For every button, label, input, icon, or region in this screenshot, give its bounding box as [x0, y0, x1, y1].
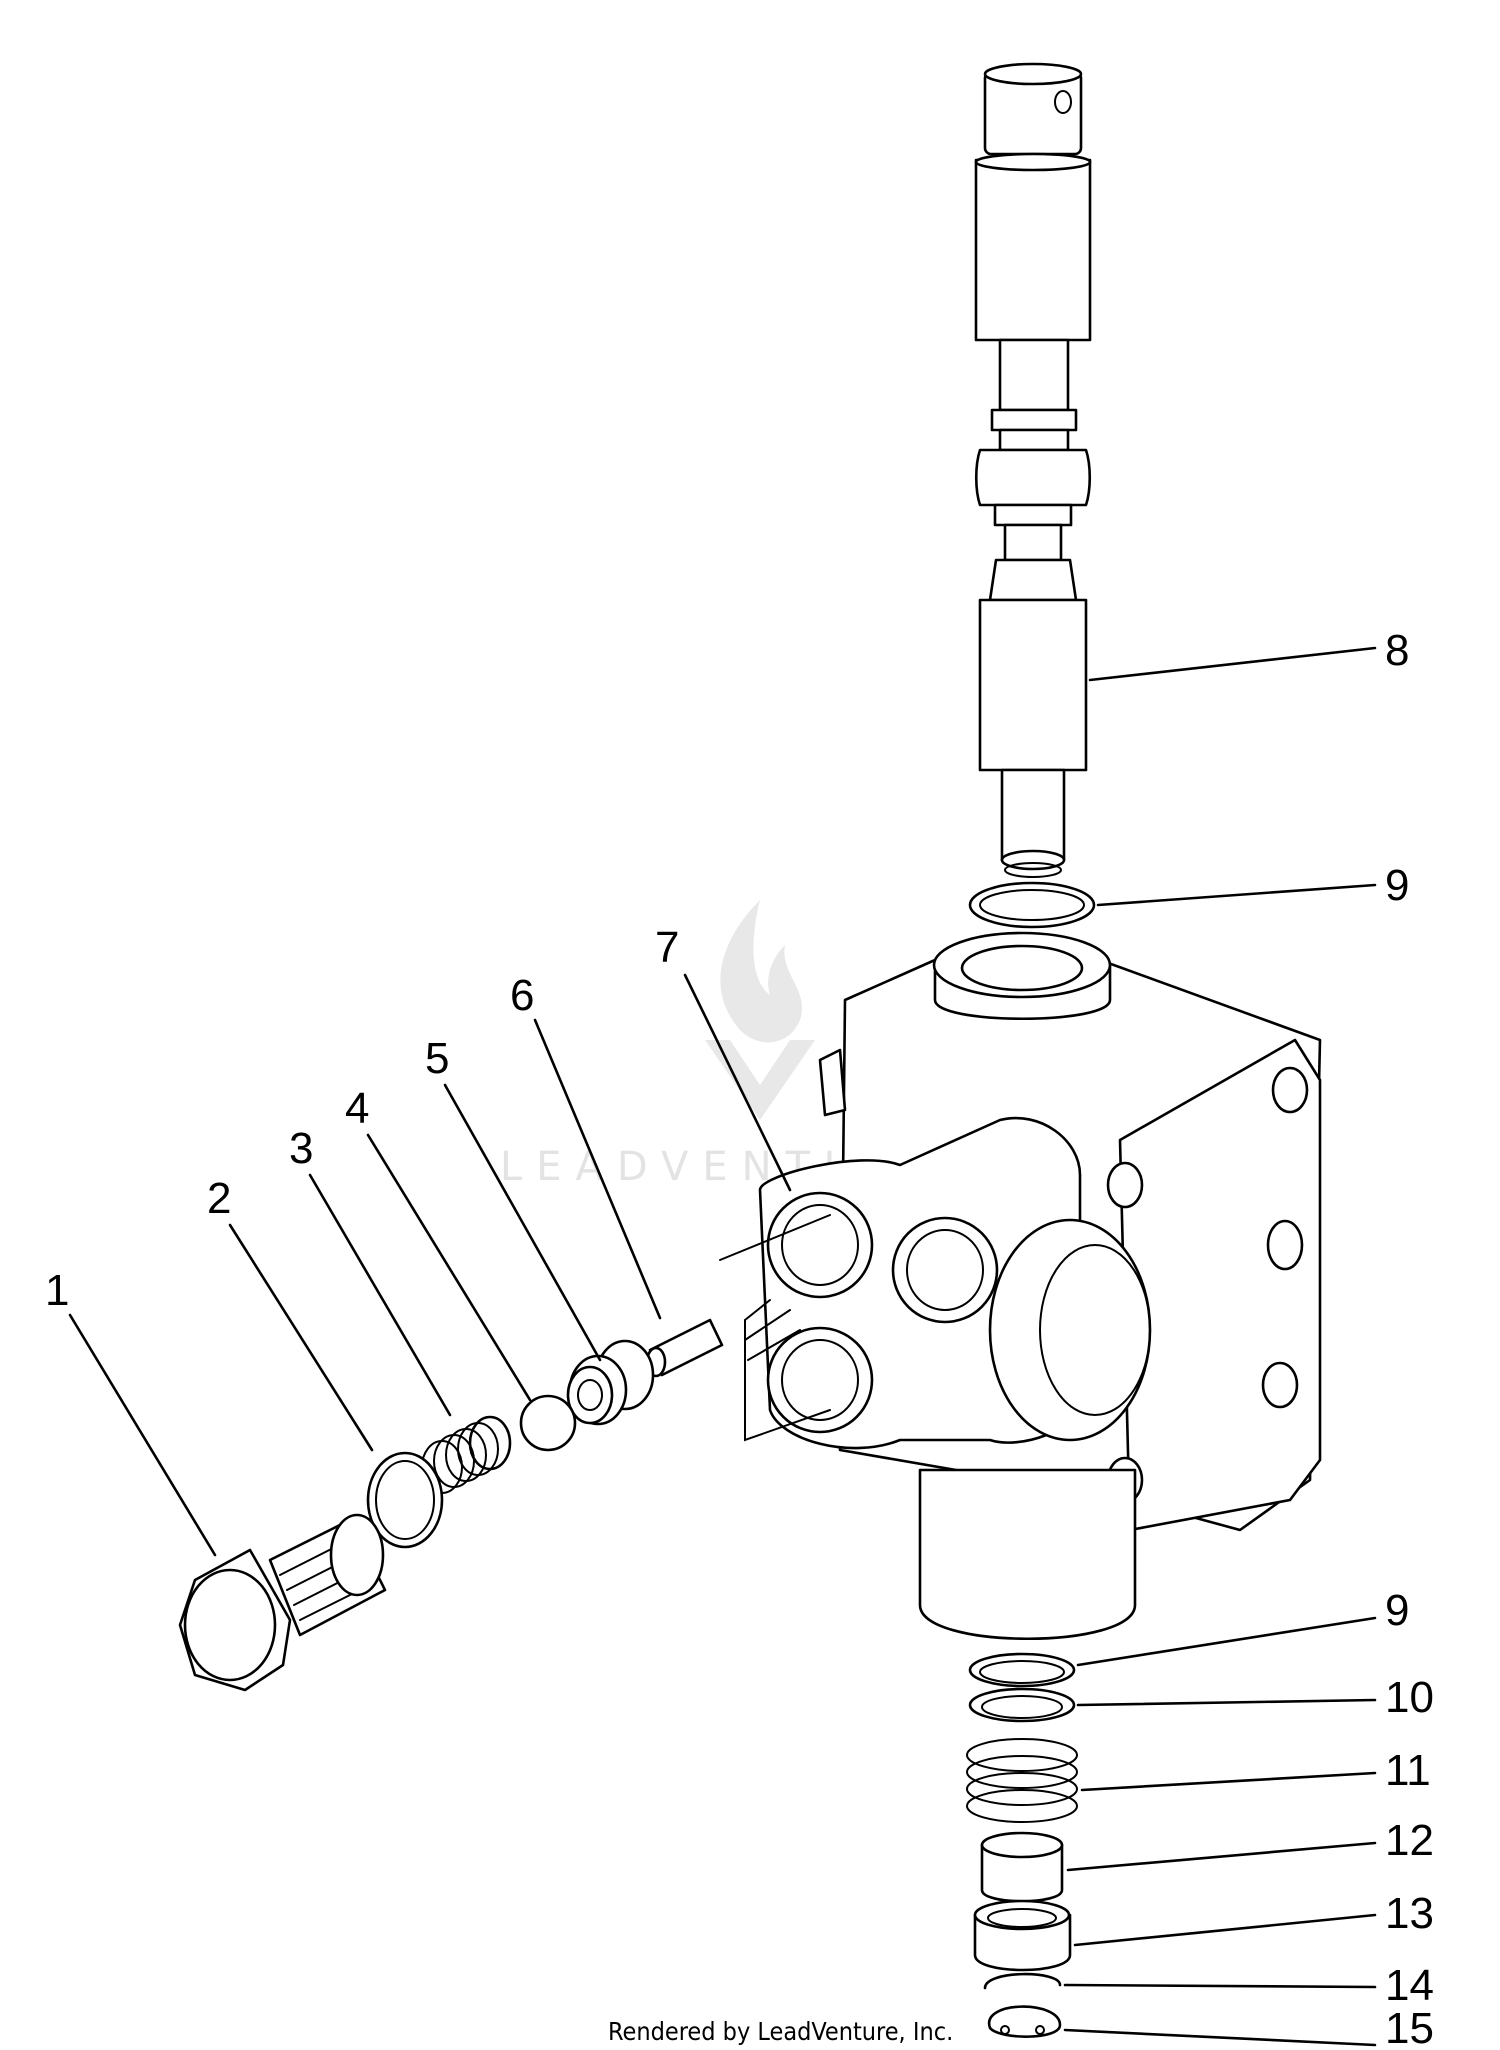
callout-12: 12	[1385, 1816, 1434, 1865]
retainer	[973, 1913, 1072, 1972]
lower-seal-stack	[966, 1652, 1078, 2038]
plug-o-ring	[366, 1451, 444, 1549]
valve-seat	[566, 1339, 655, 1426]
callout-3: 3	[289, 1124, 313, 1173]
spool-shaft	[974, 62, 1092, 878]
pin	[645, 1318, 724, 1378]
relief-plug	[178, 1513, 387, 1692]
callout-2: 2	[207, 1174, 231, 1223]
callout-14: 14	[1385, 1961, 1434, 2010]
callout-4: 4	[345, 1084, 369, 1133]
callout-7: 7	[655, 923, 679, 972]
callout-10: 10	[1385, 1673, 1434, 1722]
leader-lines	[68, 646, 1377, 2047]
callout-labels: 1 2 3 4 5 6 7 8 9 9 10 11 12 13 14 15	[45, 626, 1434, 2050]
callout-15: 15	[1385, 2004, 1434, 2050]
callout-1: 1	[45, 1266, 69, 1315]
callout-5: 5	[425, 1034, 449, 1083]
snap-ring	[983, 1972, 1062, 1990]
callout-9-bottom: 9	[1385, 1586, 1409, 1635]
callout-6: 6	[510, 971, 534, 1020]
callout-8: 8	[1385, 626, 1409, 675]
callout-11: 11	[1385, 1746, 1431, 1795]
o-ring-bottom	[968, 1652, 1076, 1688]
retaining-clip	[987, 2005, 1062, 2038]
check-ball	[519, 1394, 577, 1452]
o-ring-top	[968, 881, 1096, 929]
callout-9-top: 9	[1385, 861, 1409, 910]
valve-body	[719, 931, 1322, 1641]
return-spring	[966, 1738, 1078, 1823]
backup-ring	[968, 1687, 1076, 1723]
credit-line: Rendered by LeadVenture, Inc.	[608, 2017, 953, 2046]
callout-13: 13	[1385, 1889, 1434, 1938]
